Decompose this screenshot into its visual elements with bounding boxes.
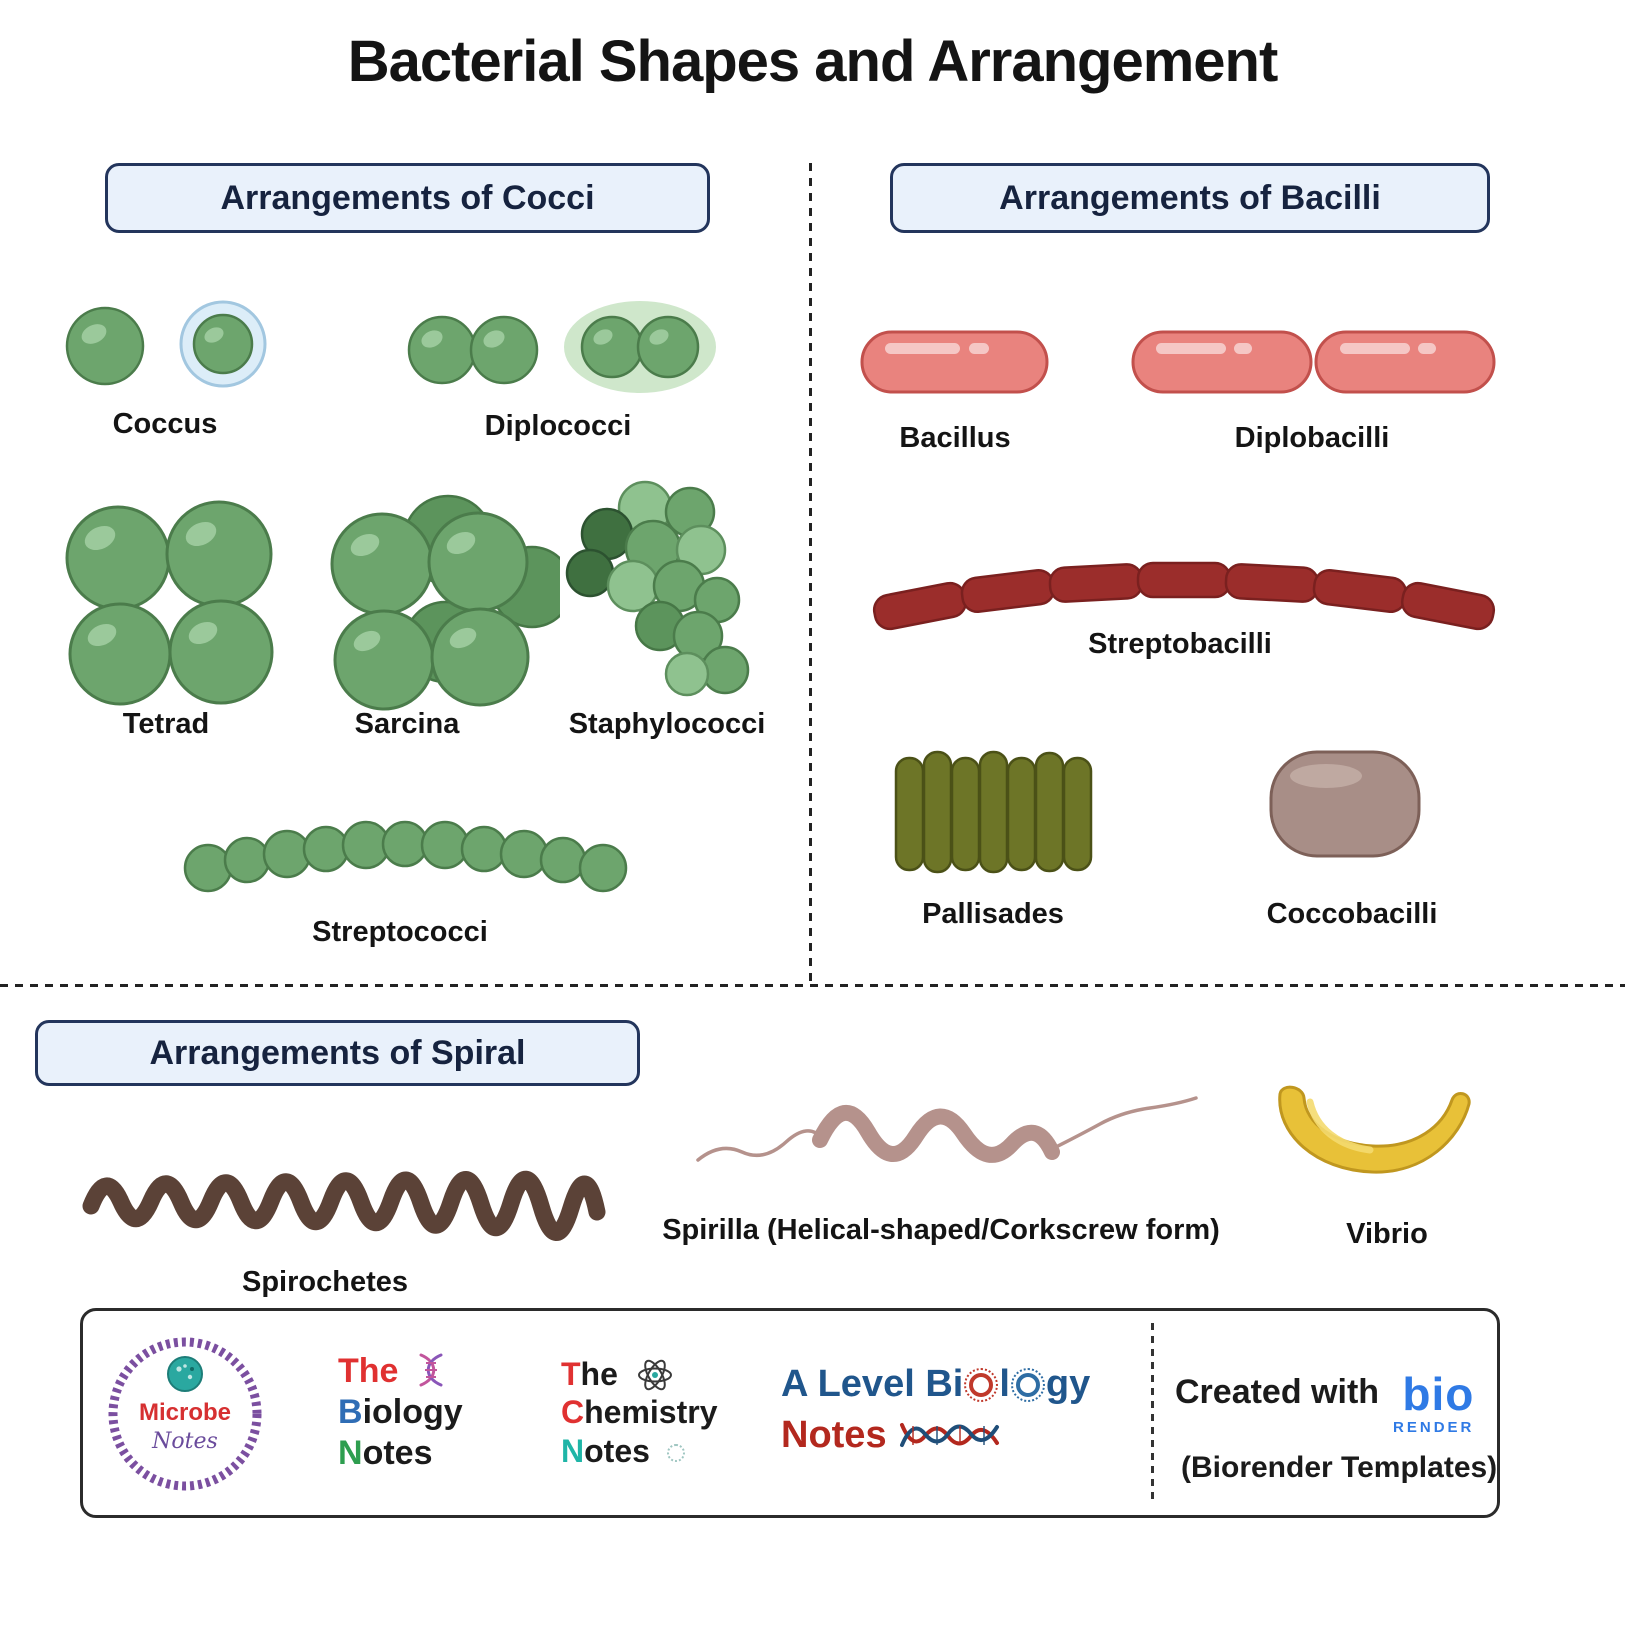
atom-icon — [637, 1359, 672, 1391]
biology-notes-word: Notes — [338, 1433, 433, 1472]
pallisades-label: Pallisades — [922, 898, 1064, 930]
alevel-mid: l — [999, 1363, 1010, 1405]
diplobacilli-label: Diplobacilli — [1234, 422, 1390, 454]
spiral-section-header: Arrangements of Spiral — [35, 1020, 640, 1086]
alevel-part2: gy — [1045, 1363, 1091, 1405]
streptobacilli-label: Streptobacilli — [1088, 628, 1272, 660]
biorender-templates-text: (Biorender Templates) — [1181, 1451, 1498, 1484]
alevel-part1: A Level Bi — [781, 1363, 964, 1405]
coccobacilli-illustration — [1264, 742, 1429, 872]
spirochetes-label: Spirochetes — [242, 1266, 408, 1298]
biology-notes-logo: The Biology Notes — [338, 1351, 463, 1473]
chemistry-word: Chemistry — [561, 1394, 718, 1431]
top-bottom-divider — [0, 984, 1625, 987]
chemistry-notes-word: Notes — [561, 1432, 650, 1469]
alevel-notes-word: Notes — [781, 1414, 887, 1456]
sarcina-illustration — [320, 492, 574, 722]
coccus-label: Coccus — [112, 408, 218, 440]
biology-the: The — [338, 1352, 399, 1390]
virus-o-icon — [964, 1368, 999, 1402]
cocci-bacilli-divider — [809, 163, 812, 985]
vibrio-label: Vibrio — [1346, 1218, 1428, 1250]
staphylococci-illustration — [555, 478, 770, 723]
staphylococci-label: Staphylococci — [568, 708, 766, 740]
diplococci-illustration — [398, 294, 728, 409]
biorender-bio: bio — [1402, 1368, 1475, 1420]
diplobacilli-illustration — [1128, 322, 1500, 407]
pallisades-illustration — [893, 748, 1098, 893]
biorender-render: RENDER — [1393, 1418, 1475, 1436]
tetrad-label: Tetrad — [122, 708, 210, 740]
vibrio-illustration — [1258, 1066, 1483, 1183]
streptococci-label: Streptococci — [312, 916, 488, 948]
diplococci-label: Diplococci — [484, 410, 632, 442]
microbe-notes-line1: Microbe — [138, 1399, 231, 1426]
helix-icon — [899, 1422, 999, 1447]
cocci-section-header: Arrangements of Cocci — [105, 163, 710, 233]
created-with-text: Created with — [1175, 1373, 1380, 1411]
chemistry-notes-logo: The Chemistry Notes — [561, 1355, 718, 1470]
page-title: Bacterial Shapes and Arrangement — [347, 29, 1279, 94]
mini-atom-icon — [666, 1443, 685, 1462]
spirilla-label: Spirilla (Helical-shaped/Corkscrew form) — [662, 1214, 1220, 1246]
microbe-ring-icon — [108, 1337, 262, 1491]
coccobacilli-label: Coccobacilli — [1266, 898, 1438, 930]
biorender-logo: bio RENDER — [1393, 1368, 1475, 1436]
spirilla-illustration — [688, 1078, 1208, 1211]
sarcina-label: Sarcina — [354, 708, 460, 740]
footer-divider — [1151, 1323, 1154, 1503]
streptococci-illustration — [180, 806, 630, 906]
virus-o-icon — [1010, 1368, 1045, 1402]
biology-word: Biology — [338, 1392, 463, 1431]
created-with-block: Created with bio RENDER — [1175, 1368, 1475, 1436]
bacilli-section-header: Arrangements of Bacilli — [890, 163, 1490, 233]
spirochetes-illustration — [73, 1146, 618, 1266]
microbe-notes-logo: Microbe Notes — [105, 1319, 265, 1509]
streptobacilli-illustration — [872, 540, 1497, 637]
microbe-notes-line2: Notes — [152, 1429, 218, 1454]
credits-bar: Microbe Notes The Biology Notes The — [80, 1308, 1500, 1518]
dna-icon — [419, 1353, 443, 1387]
tetrad-illustration — [55, 496, 285, 716]
chemistry-the: The — [561, 1356, 618, 1392]
bacillus-label: Bacillus — [899, 422, 1011, 454]
bacillus-illustration — [857, 322, 1057, 407]
coccus-illustration — [60, 296, 290, 406]
